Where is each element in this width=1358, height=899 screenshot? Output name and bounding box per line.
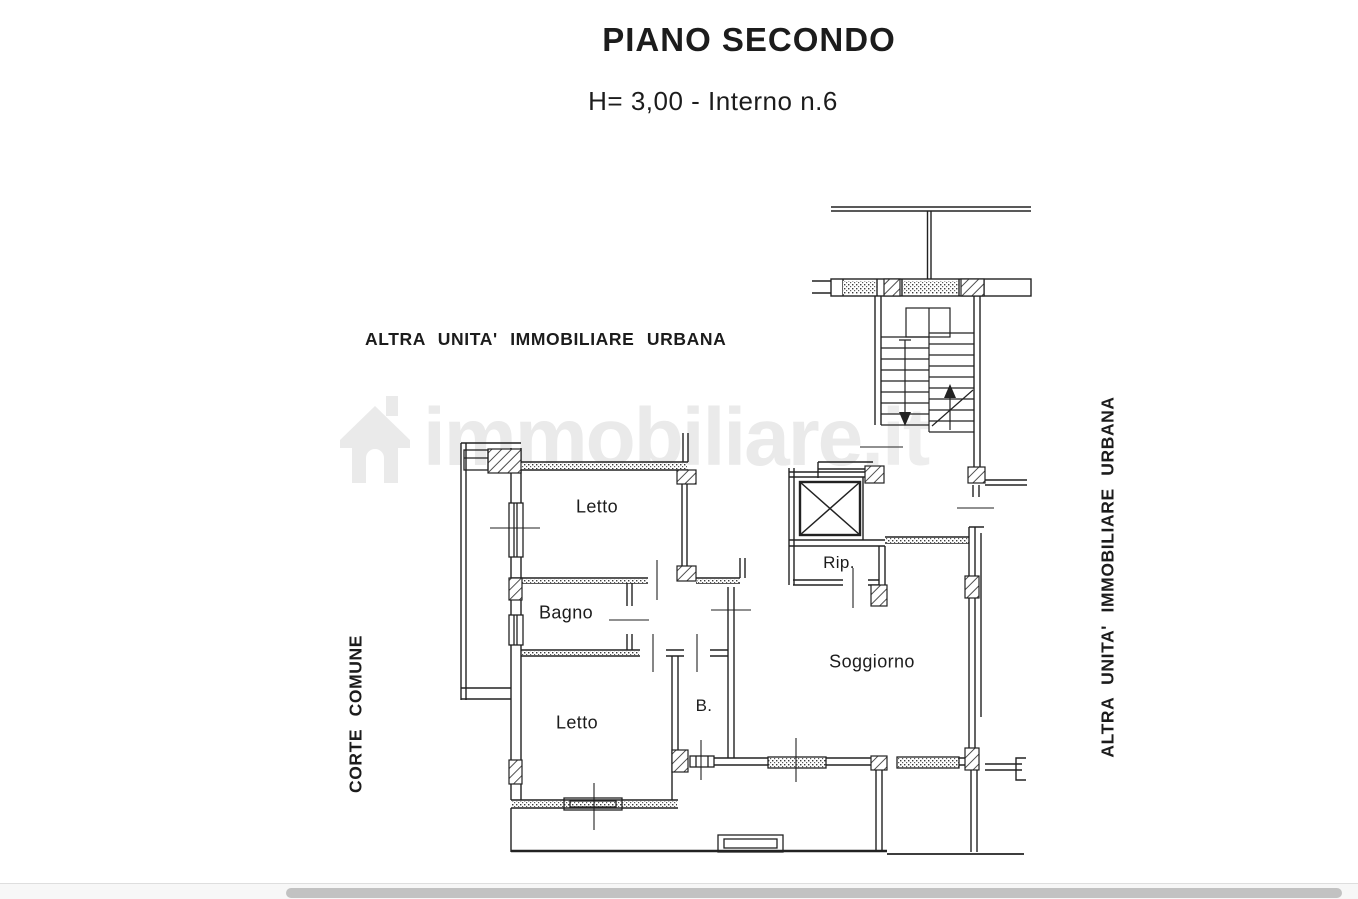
stairs-down-arrow — [899, 339, 911, 414]
horizontal-scrollbar-track[interactable] — [0, 883, 1358, 899]
staircase — [881, 307, 974, 433]
house-icon — [340, 396, 410, 483]
watermark-tld: .it — [861, 392, 930, 483]
dimension-ticks — [490, 527, 854, 830]
wall-fills — [512, 281, 968, 807]
elevator-shaft — [798, 480, 862, 537]
horizontal-scrollbar-thumb[interactable] — [286, 888, 1342, 898]
hatched-wall-blocks — [487, 278, 986, 785]
window-symbols — [463, 449, 960, 853]
